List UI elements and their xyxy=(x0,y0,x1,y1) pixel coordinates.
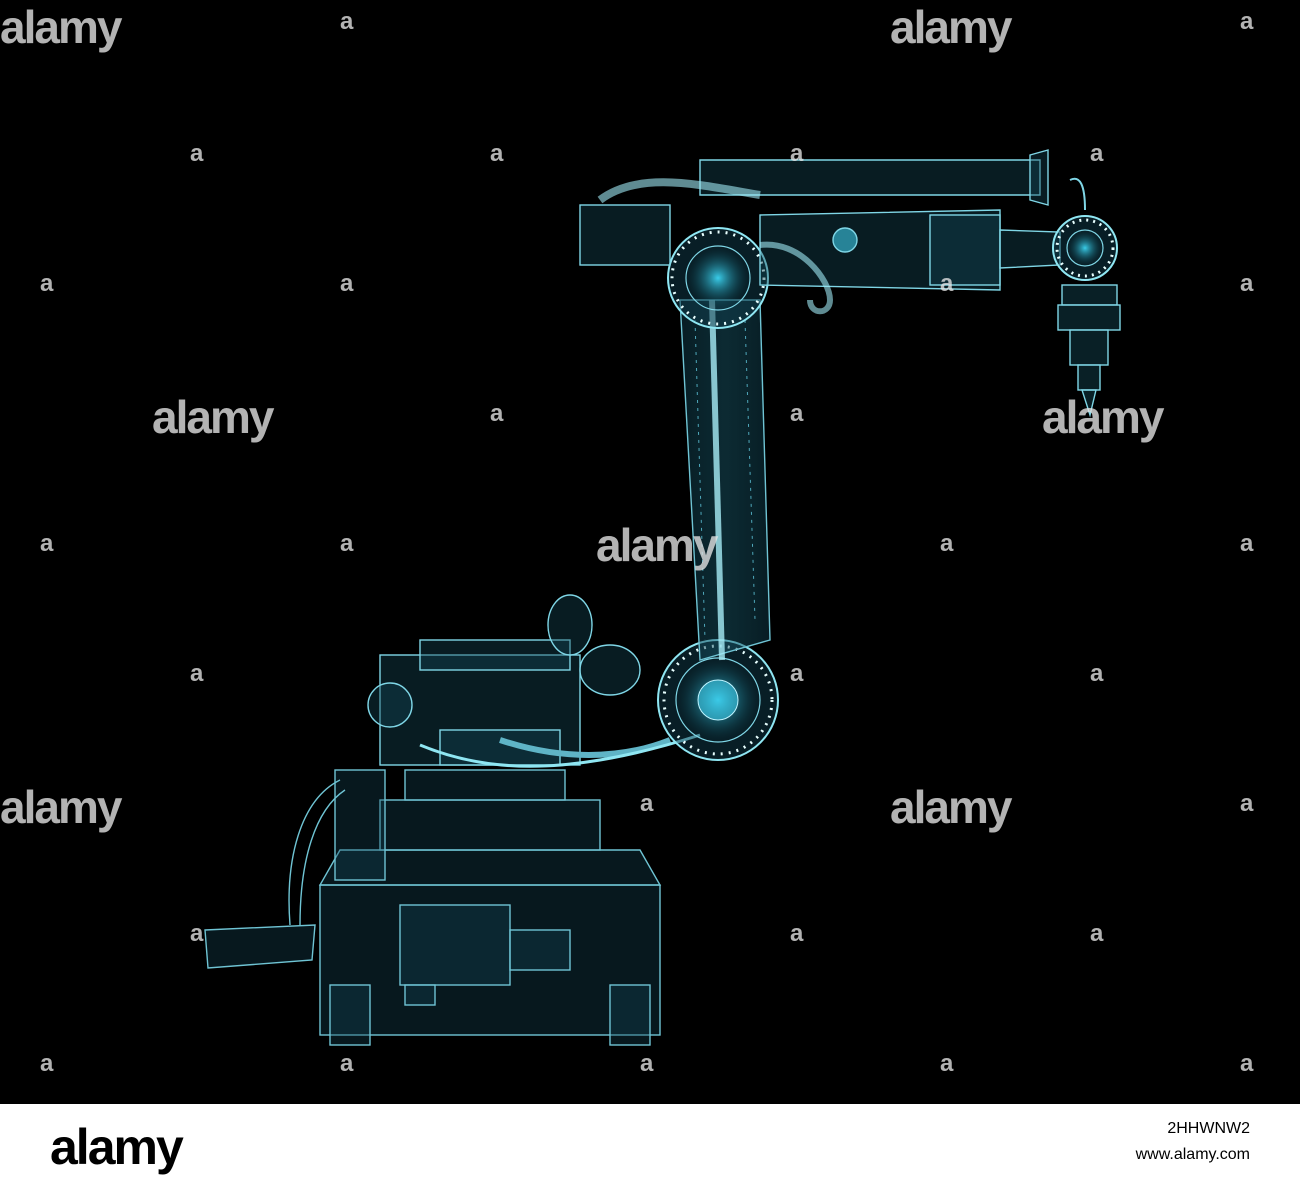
watermark-mark: a xyxy=(40,270,54,297)
watermark-mark: a xyxy=(190,660,204,687)
watermark-mark: a xyxy=(790,400,804,427)
watermark-mark: a xyxy=(1240,530,1254,557)
watermark-logo: alamy xyxy=(1042,391,1164,443)
image-id: 2HHWNW2 xyxy=(1167,1120,1250,1137)
watermark-mark: a xyxy=(340,530,354,557)
watermark-mark: a xyxy=(1240,790,1254,817)
watermark-mark: a xyxy=(340,1050,354,1077)
watermark-mark: a xyxy=(940,270,954,297)
end-effector xyxy=(1057,284,1121,418)
foot-plate xyxy=(204,779,346,969)
watermark-mark: a xyxy=(640,1050,654,1077)
site-url: www.alamy.com xyxy=(1135,1146,1250,1163)
watermark-logo: alamy xyxy=(596,519,718,571)
photo: alamy a alamy a a a a a a a a a alamy a … xyxy=(0,1,1254,1077)
watermark-mark: a xyxy=(1090,920,1104,947)
watermark-logo: alamy xyxy=(890,781,1012,833)
watermark-mark: a xyxy=(1240,270,1254,297)
watermark-mark: a xyxy=(790,920,804,947)
watermark-mark: a xyxy=(640,790,654,817)
footer-logo: alamy xyxy=(50,1119,184,1175)
robot-arm-wireframe-illustration xyxy=(204,149,1121,1046)
watermark-mark: a xyxy=(790,660,804,687)
watermark-mark: a xyxy=(490,400,504,427)
robot-shoulder xyxy=(367,594,701,768)
footer-bar: alamy 2HHWNW2 www.alamy.com xyxy=(0,1104,1300,1188)
wrist xyxy=(999,177,1118,281)
watermark-mark: a xyxy=(340,270,354,297)
elbow-joint-lower xyxy=(657,639,779,761)
watermark-mark: a xyxy=(1240,1050,1254,1077)
watermark-logo: alamy xyxy=(152,391,274,443)
watermark-mark: a xyxy=(940,530,954,557)
forearm xyxy=(579,149,1049,315)
robot-base xyxy=(318,769,662,1046)
watermark-mark: a xyxy=(1240,8,1254,35)
watermark-mark: a xyxy=(490,140,504,167)
watermark-mark: a xyxy=(190,140,204,167)
watermark-mark: a xyxy=(1090,660,1104,687)
watermark-mark: a xyxy=(190,920,204,947)
elbow-joint-upper xyxy=(667,227,769,329)
watermark-mark: a xyxy=(790,140,804,167)
watermark-mark: a xyxy=(40,1050,54,1077)
watermark-mark: a xyxy=(940,1050,954,1077)
watermark-logo: alamy xyxy=(890,1,1012,53)
watermark-mark: a xyxy=(1090,140,1104,167)
upper-arm xyxy=(679,299,771,661)
watermark-logo: alamy xyxy=(0,781,122,833)
watermark-mark: a xyxy=(40,530,54,557)
watermark-mark: a xyxy=(340,8,354,35)
watermark-logo: alamy xyxy=(0,1,122,53)
